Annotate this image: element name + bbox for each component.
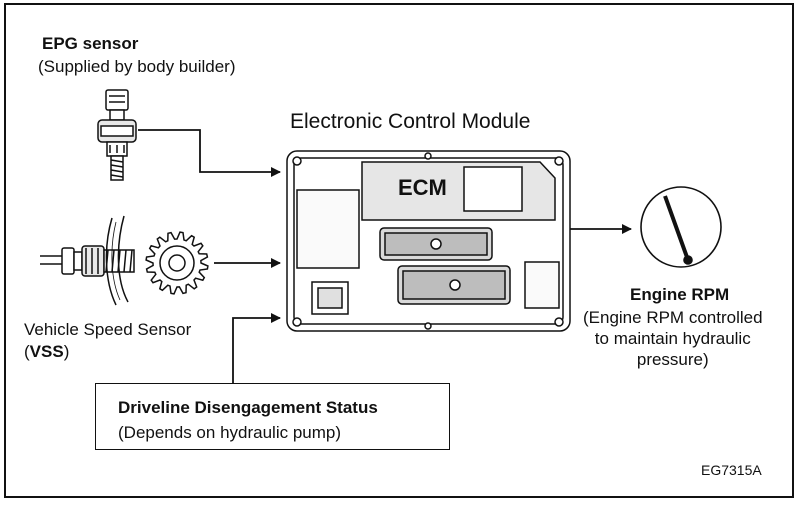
vss-label: Vehicle Speed Sensor bbox=[24, 320, 192, 339]
driveline-to-ecm-arrow bbox=[232, 313, 281, 383]
driveline-status-box bbox=[95, 383, 450, 450]
vss-sensor-icon bbox=[40, 215, 135, 306]
ecm-label: ECM bbox=[398, 175, 447, 200]
engine-rpm-description: (Engine RPM controlled to maintain hydra… bbox=[583, 308, 763, 369]
epg-to-ecm-arrow bbox=[138, 129, 281, 177]
epg-sensor-title: EPG sensor bbox=[42, 34, 139, 53]
epg-sensor-icon bbox=[97, 89, 137, 181]
ecm-title: Electronic Control Module bbox=[290, 110, 531, 133]
vss-abbreviation: (VSS) bbox=[24, 342, 70, 361]
ecm-module-icon bbox=[286, 150, 571, 332]
figure-code: EG7315A bbox=[701, 462, 762, 478]
driveline-status-title: Driveline Disengagement Status bbox=[118, 398, 378, 417]
engine-rpm-title: Engine RPM bbox=[630, 285, 730, 304]
driveline-status-subtitle: (Depends on hydraulic pump) bbox=[118, 423, 342, 442]
rpm-gauge-icon bbox=[640, 186, 722, 268]
gear-icon bbox=[145, 231, 209, 295]
epg-sensor-subtitle: (Supplied by body builder) bbox=[38, 57, 236, 76]
